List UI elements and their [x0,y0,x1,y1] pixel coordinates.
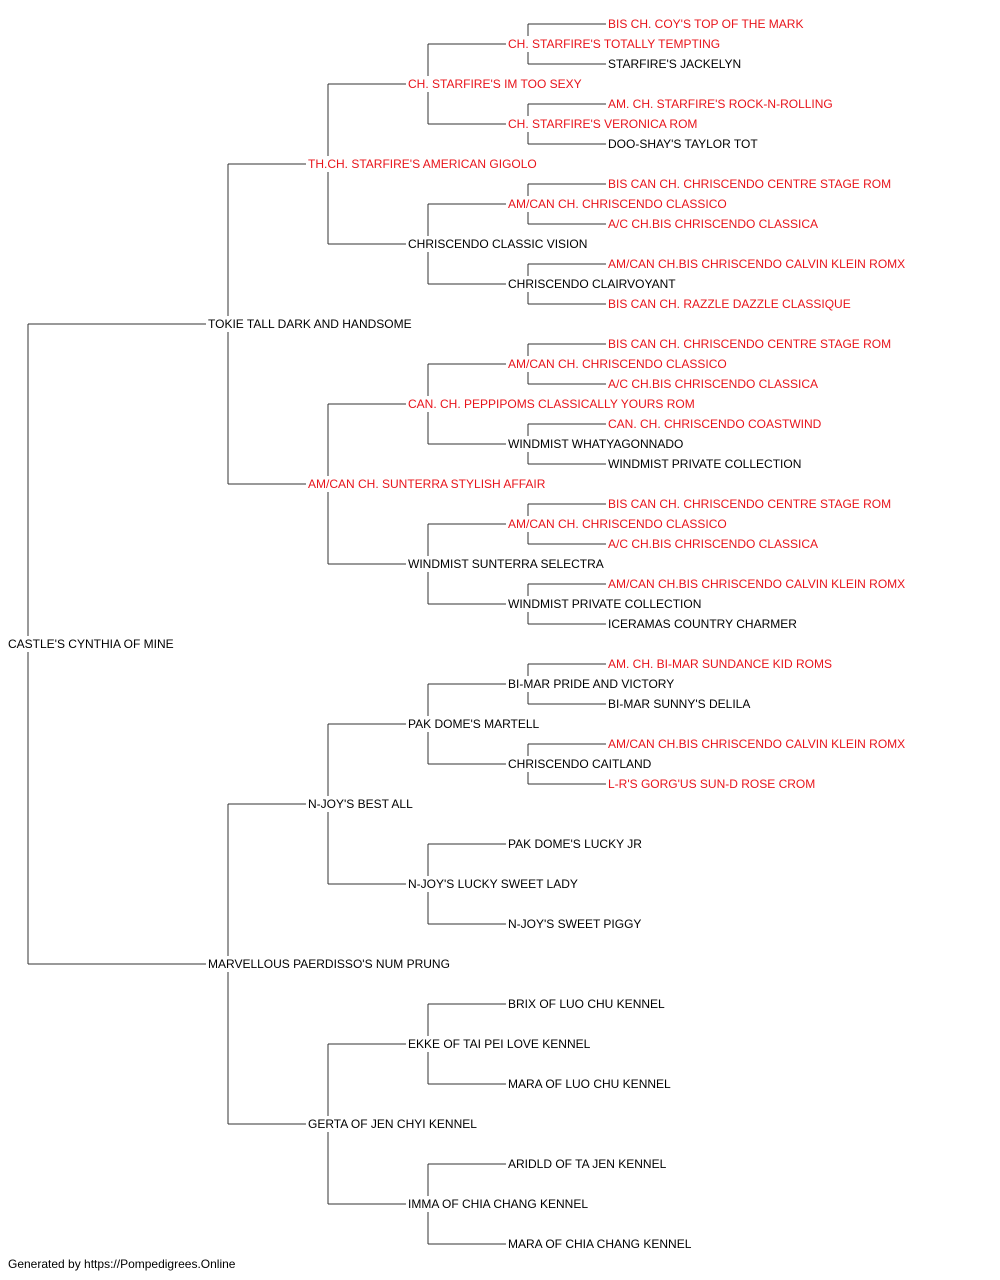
dog-name-sire: N-JOY'S BEST ALL [308,797,413,811]
dog-name-dam: CHRISCENDO CAITLAND [508,757,652,771]
dog-name-dam: GERTA OF JEN CHYI KENNEL [308,1117,477,1131]
dog-name-dam: MARA OF LUO CHU KENNEL [508,1077,671,1091]
dog-name-dam: WINDMIST WHATYAGONNADO [508,437,684,451]
dog-name-dam: CH. STARFIRE'S VERONICA ROM [508,117,698,131]
dog-name-dam: A/C CH.BIS CHRISCENDO CLASSICA [608,217,819,231]
dog-name-dam: MARA OF CHIA CHANG KENNEL [508,1237,692,1251]
dog-name-dam: A/C CH.BIS CHRISCENDO CLASSICA [608,377,819,391]
footer-credit: Generated by https://Pompedigrees.Online [8,1257,236,1271]
dog-name-dam: BIS CAN CH. RAZZLE DAZZLE CLASSIQUE [608,297,851,311]
dog-name-dam: STARFIRE'S JACKELYN [608,57,742,71]
dog-name-sire: BIS CAN CH. CHRISCENDO CENTRE STAGE ROM [608,337,892,351]
dog-name-sire: AM/CAN CH. CHRISCENDO CLASSICO [508,197,727,211]
dog-name-sire: AM/CAN CH. CHRISCENDO CLASSICO [508,357,727,371]
dog-name-sire: CH. STARFIRE'S IM TOO SEXY [408,77,582,91]
dog-name-sire: CAN. CH. CHRISCENDO COASTWIND [608,417,822,431]
dog-name-sire: CH. STARFIRE'S TOTALLY TEMPTING [508,37,721,51]
dog-name-sire: PAK DOME'S LUCKY JR [508,837,642,851]
dog-name-sire: CAN. CH. PEPPIPOMS CLASSICALLY YOURS ROM [408,397,695,411]
dog-name-dam: WINDMIST PRIVATE COLLECTION [508,597,702,611]
dog-name-sire: BIS CH. COY'S TOP OF THE MARK [608,17,804,31]
dog-name-sire: BIS CAN CH. CHRISCENDO CENTRE STAGE ROM [608,497,892,511]
dog-name-sire: TH.CH. STARFIRE'S AMERICAN GIGOLO [308,157,537,171]
dog-name-sire: AM. CH. BI-MAR SUNDANCE KID ROMS [608,657,833,671]
dog-name-sire: AM/CAN CH. CHRISCENDO CLASSICO [508,517,727,531]
dog-name-dam: CHRISCENDO CLAIRVOYANT [508,277,676,291]
dog-name-sire: TOKIE TALL DARK AND HANDSOME [208,317,412,331]
dog-name-dam: DOO-SHAY'S TAYLOR TOT [608,137,758,151]
dog-name-dam: AM/CAN CH. SUNTERRA STYLISH AFFAIR [308,477,546,491]
dog-name-dam: ICERAMAS COUNTRY CHARMER [608,617,797,631]
dog-name-sire: AM/CAN CH.BIS CHRISCENDO CALVIN KLEIN RO… [608,737,906,751]
dog-name-sire: AM. CH. STARFIRE'S ROCK-N-ROLLING [608,97,833,111]
dog-name-dam: A/C CH.BIS CHRISCENDO CLASSICA [608,537,819,551]
dog-name-sire: BI-MAR PRIDE AND VICTORY [508,677,675,691]
dog-name-dam: WINDMIST SUNTERRA SELECTRA [408,557,604,571]
dog-name-dam: N-JOY'S SWEET PIGGY [508,917,642,931]
dog-name-sire: ARIDLD OF TA JEN KENNEL [508,1157,667,1171]
dog-name-sire: EKKE OF TAI PEI LOVE KENNEL [408,1037,591,1051]
dog-name-dam: MARVELLOUS PAERDISSO'S NUM PRUNG [208,957,450,971]
dog-name-sire: PAK DOME'S MARTELL [408,717,540,731]
dog-name-sire: BRIX OF LUO CHU KENNEL [508,997,665,1011]
dog-name-dam: CHRISCENDO CLASSIC VISION [408,237,588,251]
dog-name-dam: BI-MAR SUNNY'S DELILA [608,697,751,711]
dog-name-dam: N-JOY'S LUCKY SWEET LADY [408,877,578,891]
dog-name-sire: AM/CAN CH.BIS CHRISCENDO CALVIN KLEIN RO… [608,577,906,591]
dog-name-dam: IMMA OF CHIA CHANG KENNEL [408,1197,589,1211]
dog-name-sire: AM/CAN CH.BIS CHRISCENDO CALVIN KLEIN RO… [608,257,906,271]
dog-name-sire: BIS CAN CH. CHRISCENDO CENTRE STAGE ROM [608,177,892,191]
dog-name-dam: L-R'S GORG'US SUN-D ROSE CROM [608,777,816,791]
dog-name-dam: WINDMIST PRIVATE COLLECTION [608,457,802,471]
dog-name-subject: CASTLE'S CYNTHIA OF MINE [8,637,174,651]
